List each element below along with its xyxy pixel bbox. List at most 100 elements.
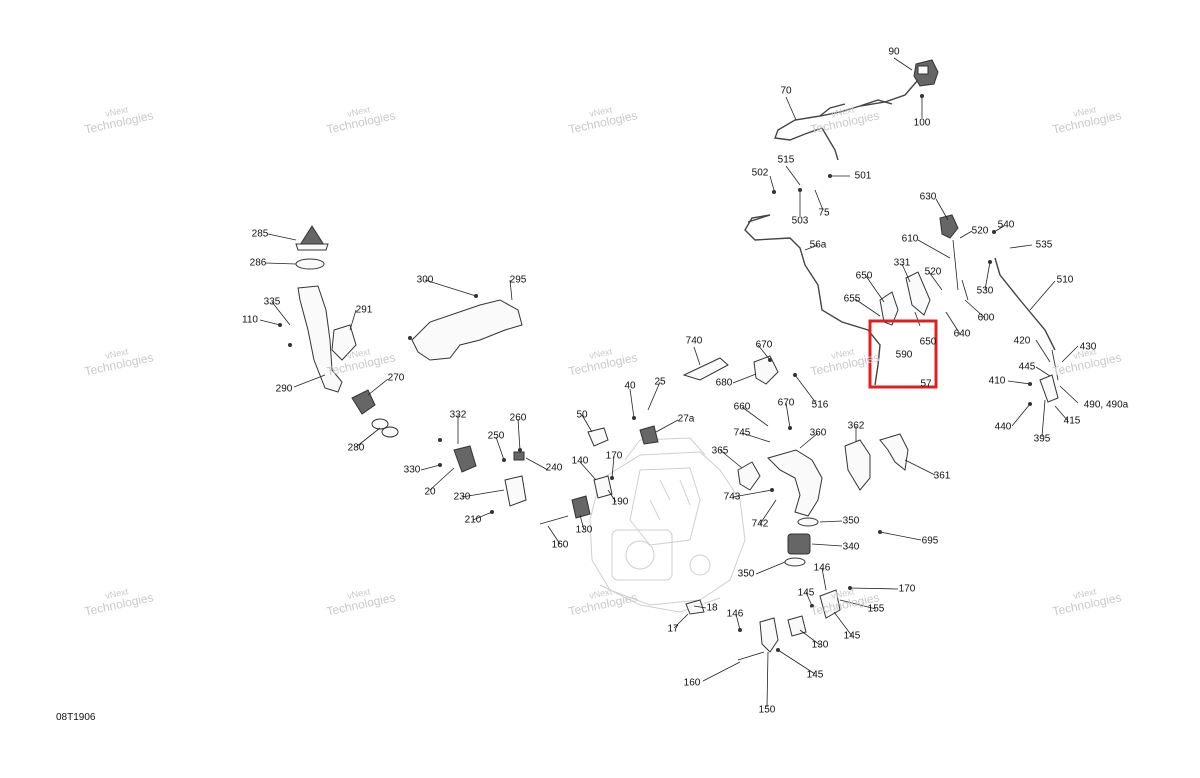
bracket-145-part	[819, 589, 841, 619]
rod-510-part	[994, 257, 1056, 351]
boot-270-part	[351, 389, 376, 415]
callout-label: 332	[449, 409, 467, 421]
bracket-680-part	[753, 355, 779, 385]
bracket-150-part	[759, 617, 779, 653]
callout-label: 445	[1018, 361, 1036, 373]
callout-label: 360	[809, 427, 827, 439]
hose-56a-part	[744, 214, 881, 386]
callout-label: 490, 490a	[1083, 399, 1129, 411]
callout-label: 501	[854, 170, 872, 182]
callout-label: 365	[711, 445, 729, 457]
callout-label: 695	[921, 535, 939, 547]
callout-label: 502	[751, 167, 769, 179]
callout-label: 745	[733, 427, 751, 439]
callout-label: 146	[726, 608, 744, 620]
bolt-160-part	[539, 515, 569, 525]
callout-label: 130	[811, 639, 829, 651]
callout-label: 630	[919, 191, 937, 203]
spacer-240-part	[513, 451, 525, 461]
pulley-130-part	[571, 495, 591, 519]
wire-harness-part	[774, 79, 919, 161]
clamp-286-part	[295, 258, 325, 270]
callout-label: 250	[487, 430, 505, 442]
callout-label: 330	[403, 464, 421, 476]
callout-label: 420	[1013, 335, 1031, 347]
callout-label: 743	[723, 491, 741, 503]
callout-label: 140	[571, 455, 589, 467]
shield-362-part	[844, 439, 871, 491]
callout-label: 25	[654, 376, 666, 388]
callout-label: 680	[715, 377, 733, 389]
callout-label: 670	[755, 339, 773, 351]
callout-label: 285	[251, 228, 269, 240]
shield-295-part	[411, 299, 523, 361]
callout-label: 655	[843, 293, 861, 305]
callout-label: 335	[263, 296, 281, 308]
callout-label: 170	[898, 583, 916, 595]
fasteners	[278, 94, 1032, 652]
callout-label: 300	[416, 274, 434, 286]
callout-label: 740	[685, 335, 703, 347]
engine-block-ghost	[589, 437, 746, 613]
callout-label: 145	[843, 630, 861, 642]
callout-label: 361	[933, 470, 951, 482]
callout-label: 100	[913, 117, 931, 129]
callout-label: 17	[667, 623, 679, 635]
bracket-18-part	[685, 599, 705, 615]
callout-label: 280	[347, 442, 365, 454]
callout-label: 146	[813, 562, 831, 574]
elbow-365-part	[737, 461, 761, 491]
callout-label: 230	[453, 491, 471, 503]
callout-label: 145	[797, 587, 815, 599]
callout-label: 415	[1063, 415, 1081, 427]
callout-label: 27a	[677, 413, 695, 425]
callout-label: 190	[611, 496, 629, 508]
callout-label: 742	[751, 518, 769, 530]
switch-housing-part	[913, 59, 939, 87]
callout-label: 340	[842, 541, 860, 553]
callout-label: 40	[624, 380, 636, 392]
callout-label: 660	[733, 401, 751, 413]
callout-label: 350	[842, 515, 860, 527]
callout-label: 331	[893, 257, 911, 269]
callout-label: 640	[953, 328, 971, 340]
callout-label: 515	[777, 154, 795, 166]
intake-tube-part	[297, 285, 343, 393]
callout-label: 520	[924, 266, 942, 278]
callout-label: 430	[1079, 341, 1097, 353]
callout-label: 350	[737, 568, 755, 580]
callout-label: 240	[545, 462, 563, 474]
callout-label: 160	[551, 539, 569, 551]
callout-label: 155	[867, 603, 885, 615]
callout-label: 90	[888, 46, 900, 58]
filter-340-part	[787, 533, 811, 555]
callout-label: 610	[901, 233, 919, 245]
callout-label: 530	[976, 285, 994, 297]
bracket-395-part	[1039, 349, 1059, 403]
bracket-140-part	[593, 475, 613, 499]
callout-label: 520	[971, 225, 989, 237]
callout-label: 670	[777, 397, 795, 409]
bracket-650-part	[879, 214, 969, 326]
highlight-box	[868, 319, 938, 389]
callout-label: 295	[509, 274, 527, 286]
callout-label: 130	[575, 524, 593, 536]
callout-label: 650	[919, 336, 937, 348]
shield-361-part	[879, 433, 909, 471]
callout-label: 650	[855, 270, 873, 282]
callout-label: 260	[509, 412, 527, 424]
bracket-740-part	[682, 357, 729, 381]
callout-label: 362	[847, 420, 865, 432]
callout-label: 50	[576, 409, 588, 421]
callout-label: 516	[811, 399, 829, 411]
air-filter-cone-part	[295, 225, 329, 251]
callout-label: 510	[1056, 274, 1074, 286]
pulley-130b-part	[787, 615, 807, 637]
duct-360-part	[767, 449, 823, 517]
bracket-50-part	[587, 427, 609, 447]
callout-label: 56a	[809, 239, 827, 251]
callout-label: 395	[1033, 433, 1051, 445]
callout-label: 20	[424, 486, 436, 498]
callout-label: 145	[806, 669, 824, 681]
